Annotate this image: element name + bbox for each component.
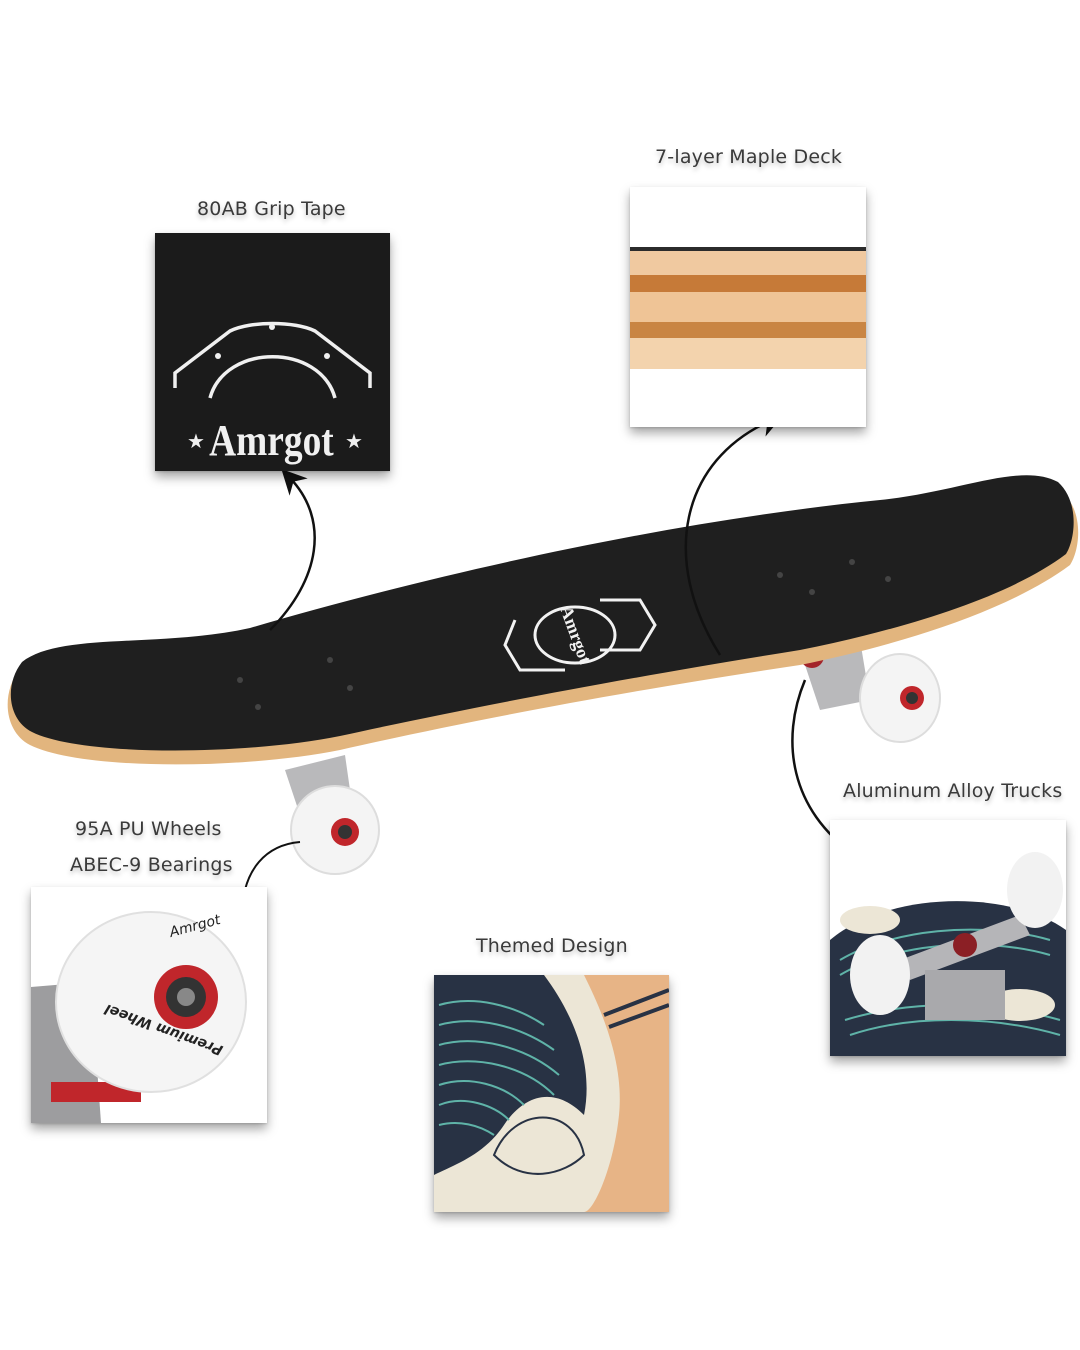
deck-bolts [237, 559, 891, 710]
maple-deck-detail-image [630, 187, 866, 427]
label-trucks: Aluminum Alloy Trucks [843, 780, 1063, 802]
deck-grip-surface [10, 475, 1074, 751]
grip-logo-shape-icon [173, 321, 372, 388]
trucks-detail-image [830, 820, 1066, 1056]
deck-brand-logo [503, 598, 657, 672]
grip-tape-detail-image: ★ ★ Amrgot [155, 233, 390, 471]
star-icon: ★ [187, 429, 205, 453]
label-bearings: ABEC-9 Bearings [70, 854, 233, 876]
skateboard-main-image: Amrgot [0, 470, 1080, 890]
themed-design-detail-image [434, 975, 669, 1212]
label-themed-design: Themed Design [476, 935, 628, 957]
grip-brand-text: Amrgot [209, 416, 334, 464]
label-wheels: 95A PU Wheels [75, 818, 222, 840]
star-icon: ★ [345, 429, 363, 453]
wheels-detail-image: Amrgot Premium Wheel [31, 887, 267, 1123]
rear-truck [285, 755, 380, 875]
label-grip-tape: 80AB Grip Tape [197, 198, 346, 220]
label-maple-deck: 7-layer Maple Deck [655, 146, 843, 168]
